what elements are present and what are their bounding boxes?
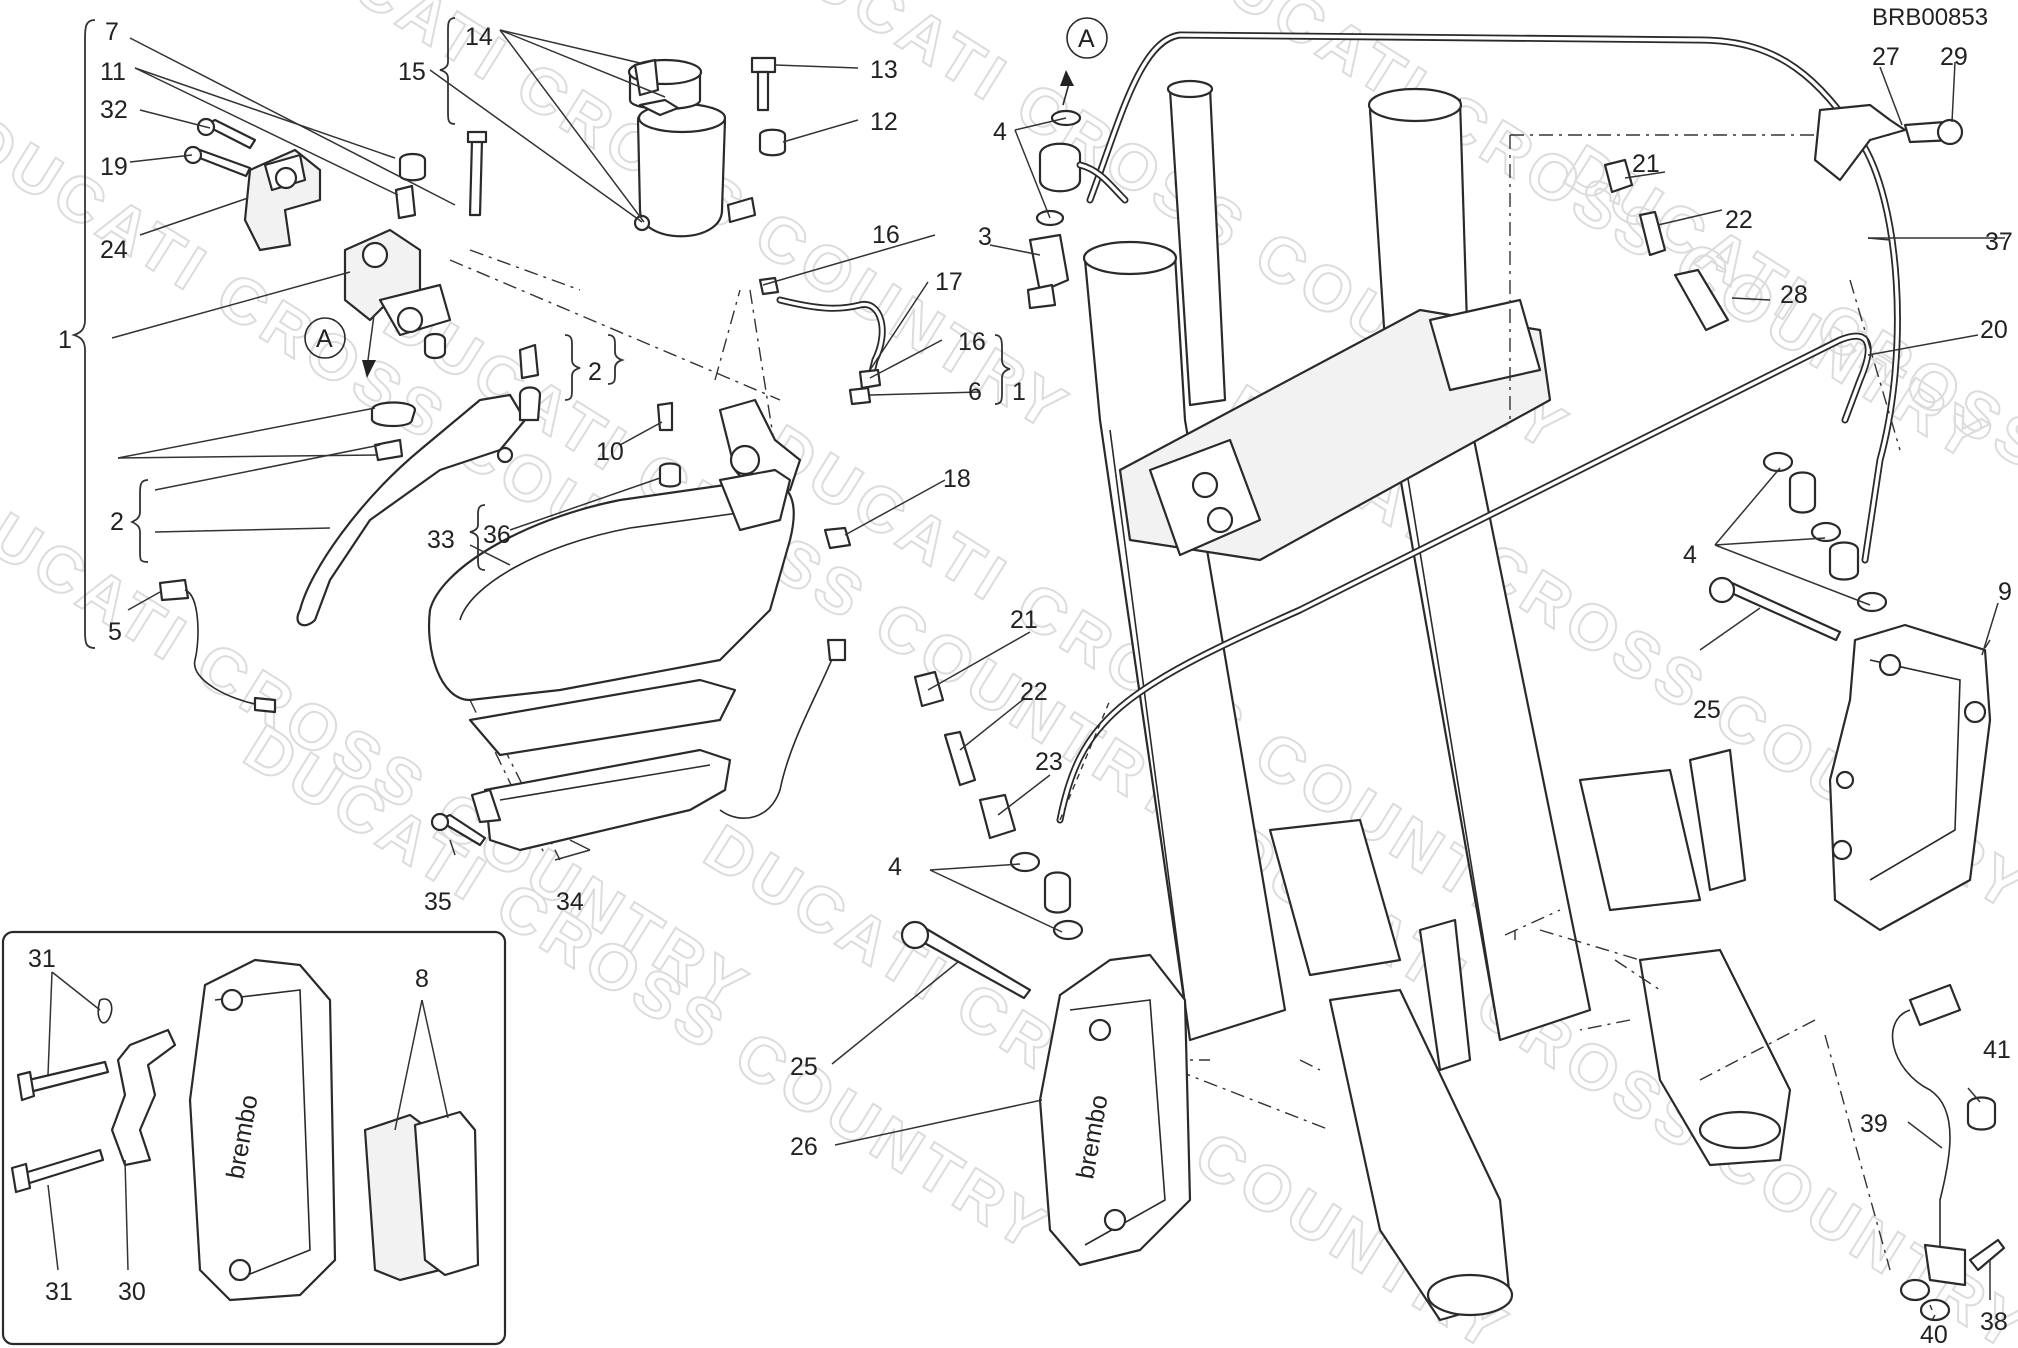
label-38: 38 xyxy=(1980,1308,2008,1336)
label-27: 27 xyxy=(1872,43,1900,71)
label-2b: 2 xyxy=(588,358,602,386)
label-16: 16 xyxy=(872,221,900,249)
label-25: 25 xyxy=(790,1053,818,1081)
detail-marker-a: A xyxy=(1078,25,1095,53)
label-22: 22 xyxy=(1725,206,1753,234)
label-11: 11 xyxy=(100,58,126,86)
label-21: 21 xyxy=(1632,150,1660,178)
label-40: 40 xyxy=(1920,1321,1948,1348)
drawing-code: BRB00853 xyxy=(1872,4,1988,31)
label-41: 41 xyxy=(1983,1036,2011,1064)
right-banjo-washers xyxy=(1708,451,1888,642)
label-8: 8 xyxy=(415,965,429,993)
label-13: 13 xyxy=(870,56,898,84)
label-16: 16 xyxy=(958,328,986,356)
label-17: 17 xyxy=(935,268,963,296)
label-33: 33 xyxy=(427,526,455,554)
label-30: 30 xyxy=(118,1278,146,1306)
brake-line-20 xyxy=(1056,332,1872,824)
label-20: 20 xyxy=(1980,316,2008,344)
detail-marker-a: A xyxy=(316,325,333,353)
label-4: 4 xyxy=(888,853,902,881)
banjo-stack-upper xyxy=(1026,70,1129,310)
label-35: 35 xyxy=(424,888,452,916)
label-2: 2 xyxy=(110,508,124,536)
label-37: 37 xyxy=(1985,228,2013,256)
detail-markers: A A xyxy=(304,17,1108,378)
label-34: 34 xyxy=(556,888,584,916)
label-15: 15 xyxy=(398,58,426,86)
front-fork xyxy=(1082,79,1792,1322)
label-19: 19 xyxy=(100,153,128,181)
brake-line-37 xyxy=(1086,31,1901,564)
label-4: 4 xyxy=(1683,541,1697,569)
label-24: 24 xyxy=(100,236,128,264)
label-39: 39 xyxy=(1860,1110,1888,1138)
label-14: 14 xyxy=(465,23,493,51)
label-12: 12 xyxy=(870,108,898,136)
upper-right-fittings xyxy=(1603,103,1964,332)
label-10: 10 xyxy=(596,438,624,466)
leader-lines xyxy=(111,29,2005,1321)
braces xyxy=(71,17,1011,649)
detail-inset: brembo 31 31 30 8 xyxy=(1,930,507,1346)
label-31: 31 xyxy=(28,945,56,973)
left-caliper-assembly: brembo xyxy=(900,670,1192,1267)
label-36: 36 xyxy=(483,521,511,549)
label-5: 5 xyxy=(108,618,122,646)
master-cylinder-assembly xyxy=(158,56,886,852)
label-22: 22 xyxy=(1020,678,1048,706)
label-3: 3 xyxy=(978,223,992,251)
label-7: 7 xyxy=(105,18,119,46)
label-18: 18 xyxy=(943,465,971,493)
label-31: 31 xyxy=(45,1278,73,1306)
label-28: 28 xyxy=(1780,281,1808,309)
label-6: 6 xyxy=(968,378,982,406)
label-1: 1 xyxy=(58,326,72,354)
part-labels: 7 11 32 19 24 1 2 5 14 15 13 12 16 17 16… xyxy=(58,18,2013,1348)
right-caliper xyxy=(1828,623,1992,932)
label-4: 4 xyxy=(993,118,1007,146)
label-9: 9 xyxy=(1998,578,2012,606)
label-21: 21 xyxy=(1010,606,1038,634)
label-29: 29 xyxy=(1940,43,1968,71)
label-1b: 1 xyxy=(1012,378,1026,406)
label-26: 26 xyxy=(790,1133,818,1161)
label-32: 32 xyxy=(100,96,128,124)
speed-sensor xyxy=(1891,983,2006,1322)
label-25: 25 xyxy=(1693,696,1721,724)
label-23: 23 xyxy=(1035,748,1063,776)
